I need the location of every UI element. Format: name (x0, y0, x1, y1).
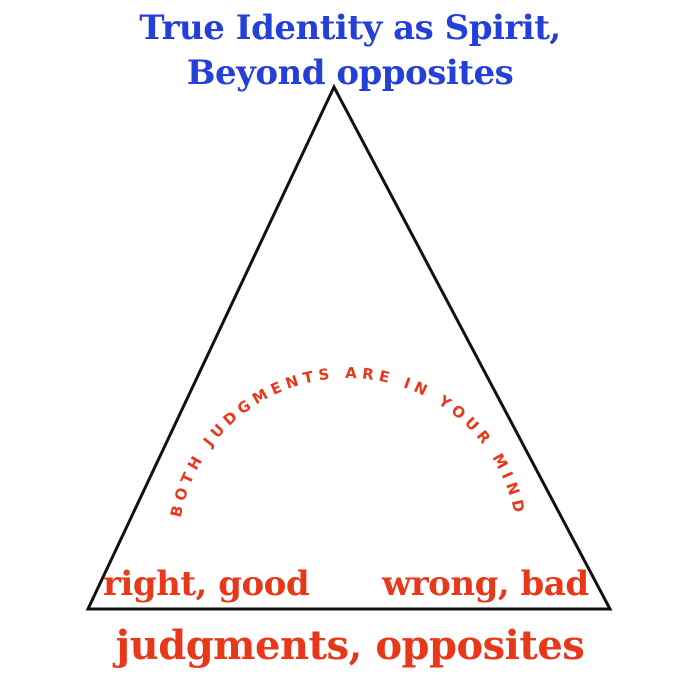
left-corner-label: right, good (103, 564, 310, 604)
title-line-2: Beyond opposites (186, 53, 514, 93)
triangle-outline (85, 83, 613, 611)
bottom-label: judgments, opposites (115, 622, 585, 669)
arc-caption-path: BOTH JUDGMENTS ARE IN YOUR MIND (167, 364, 524, 519)
title-line-1: True Identity as Spirit, (139, 8, 561, 48)
right-corner-label: wrong, bad (382, 564, 589, 604)
arc-caption: BOTH JUDGMENTS ARE IN YOUR MIND (167, 364, 529, 519)
